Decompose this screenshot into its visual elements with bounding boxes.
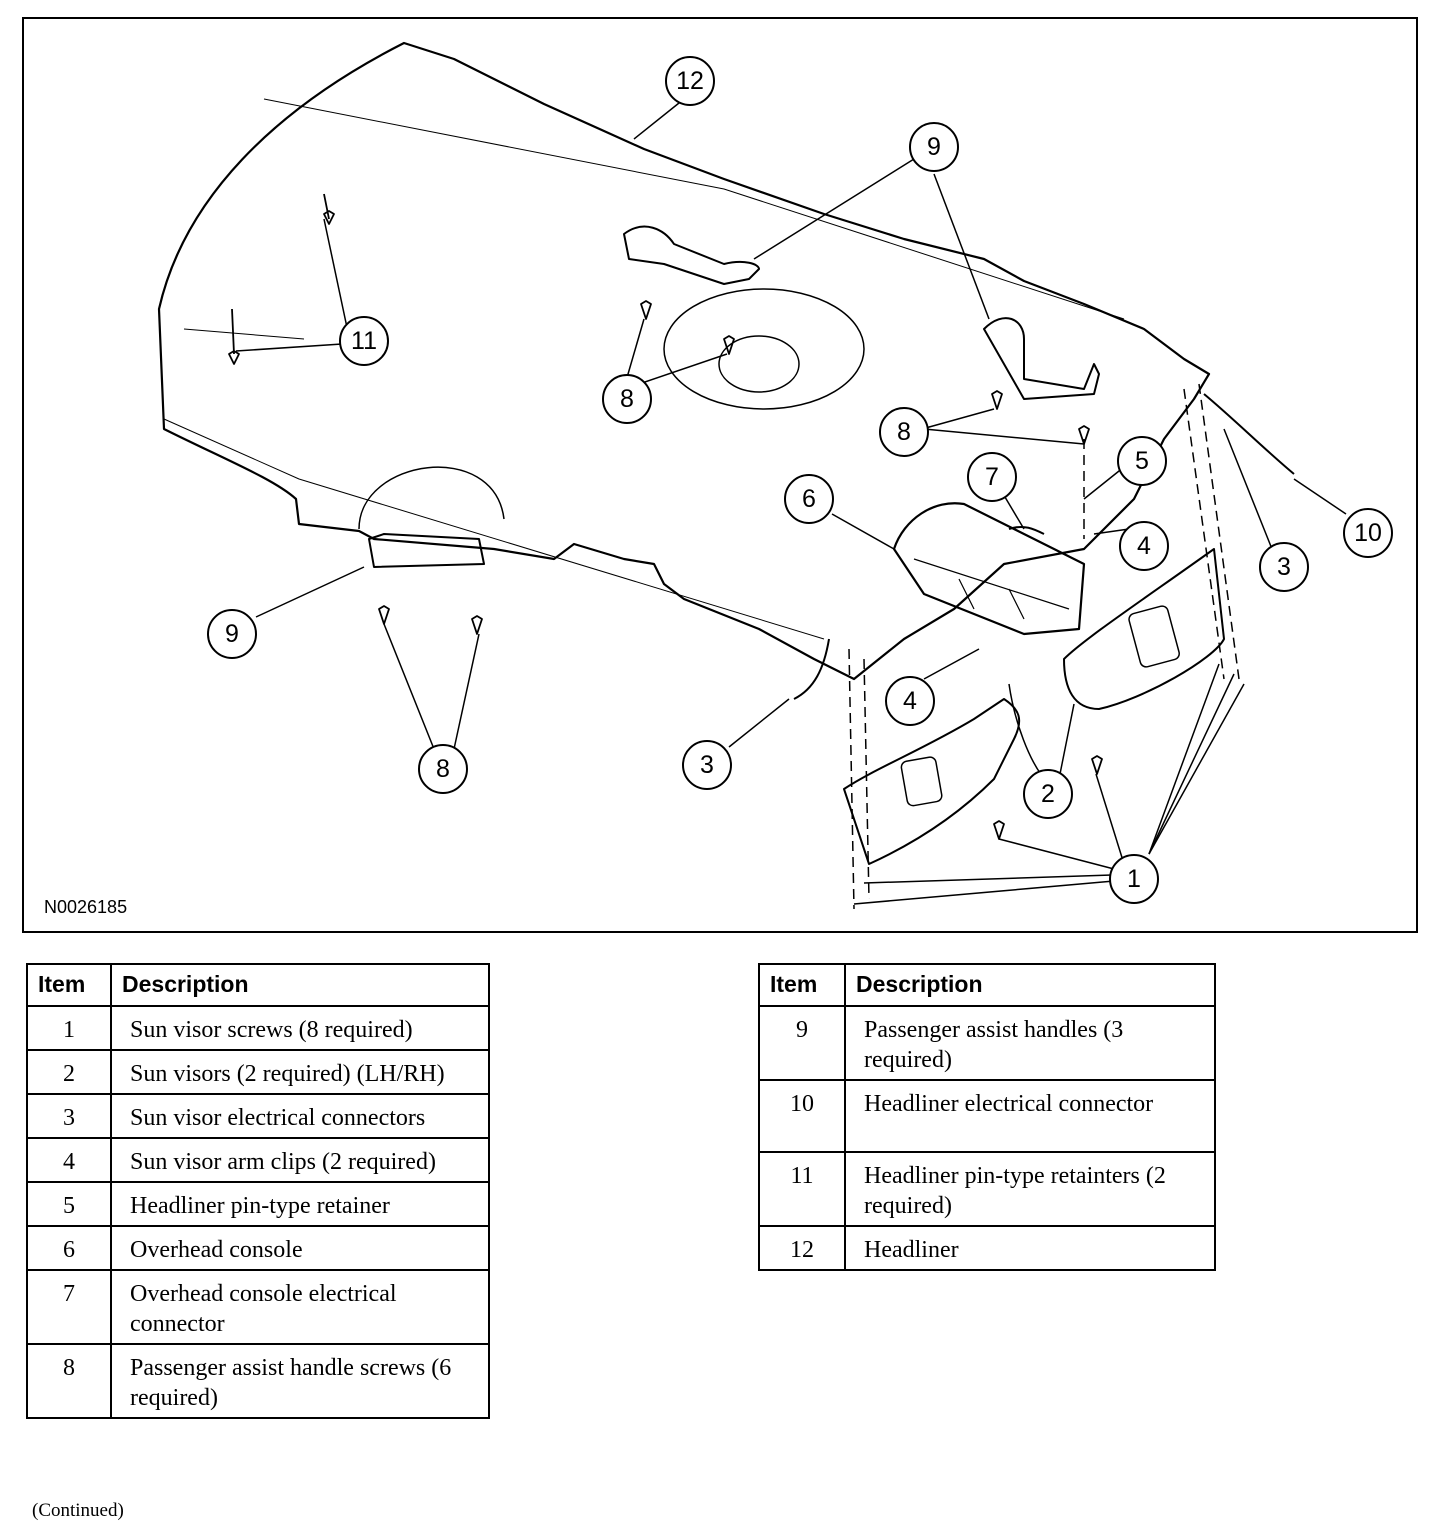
svg-text:8: 8 [620, 385, 634, 413]
callout-3-right: 3 [1259, 542, 1309, 592]
item-number: 8 [26, 1343, 112, 1419]
callout-11: 11 [339, 316, 389, 366]
callout-7: 7 [967, 452, 1017, 502]
item-number: 12 [758, 1225, 846, 1271]
item-description: Overhead console electrical connector [110, 1269, 490, 1345]
item-description: Sun visor electrical connectors [110, 1093, 490, 1139]
item-description: Passenger assist handle screws (6 requir… [110, 1343, 490, 1419]
callout-9-left: 9 [207, 609, 257, 659]
item-number: 5 [26, 1181, 112, 1227]
svg-text:10: 10 [1354, 519, 1382, 547]
svg-text:4: 4 [903, 687, 917, 715]
svg-text:3: 3 [1277, 553, 1291, 581]
headliner-diagram: 12 9 11 8 8 7 5 6 4 3 10 9 4 3 8 2 1 [157, 41, 1393, 910]
item-number: 7 [26, 1269, 112, 1345]
svg-text:7: 7 [985, 463, 999, 491]
callout-5: 5 [1117, 436, 1167, 486]
callout-9-top: 9 [909, 122, 959, 172]
overhead-console [892, 502, 1086, 636]
column-header-description: Description [110, 963, 490, 1007]
column-header-item: Item [758, 963, 846, 1007]
assist-handle-right [983, 317, 1100, 400]
callout-4-right: 4 [1119, 521, 1169, 571]
item-description: Overhead console [110, 1225, 490, 1271]
callout-3-left: 3 [682, 740, 732, 790]
svg-text:1: 1 [1127, 865, 1141, 893]
table-header-row: Item Description [26, 963, 490, 1007]
svg-text:9: 9 [225, 620, 239, 648]
item-description: Passenger assist handles (3 required) [844, 1005, 1216, 1081]
item-number: 10 [758, 1079, 846, 1153]
item-description: Sun visors (2 required) (LH/RH) [110, 1049, 490, 1095]
table-header-row: Item Description [758, 963, 1216, 1007]
callout-12: 12 [665, 56, 715, 106]
svg-text:4: 4 [1137, 532, 1151, 560]
callout-8-right: 8 [879, 407, 929, 457]
item-number: 9 [758, 1005, 846, 1081]
svg-text:9: 9 [927, 133, 941, 161]
item-description: Sun visor screws (8 required) [110, 1005, 490, 1051]
assist-handle-front [368, 533, 485, 568]
item-description: Headliner pin-type retainer [110, 1181, 490, 1227]
callout-8-left: 8 [418, 744, 468, 794]
sun-visor-left [843, 698, 1021, 865]
item-number: 6 [26, 1225, 112, 1271]
svg-text:8: 8 [897, 418, 911, 446]
svg-text:6: 6 [802, 485, 816, 513]
column-header-description: Description [844, 963, 1216, 1007]
continued-note: (Continued) [32, 1500, 124, 1521]
column-header-item: Item [26, 963, 112, 1007]
headliner-outline [157, 41, 1211, 681]
callout-2: 2 [1023, 769, 1073, 819]
item-number: 3 [26, 1093, 112, 1139]
item-description: Sun visor arm clips (2 required) [110, 1137, 490, 1183]
callout-8-center: 8 [602, 374, 652, 424]
callout-10: 10 [1343, 508, 1393, 558]
callout-6: 6 [784, 474, 834, 524]
figure-id-label: N0026185 [44, 897, 128, 917]
svg-text:3: 3 [700, 751, 714, 779]
sun-visor-right [1063, 548, 1225, 710]
callout-1: 1 [1109, 854, 1159, 904]
svg-text:5: 5 [1135, 447, 1149, 475]
item-description: Headliner electrical connector [844, 1079, 1216, 1153]
svg-text:12: 12 [676, 67, 704, 95]
item-description: Headliner [844, 1225, 1216, 1271]
svg-text:8: 8 [436, 755, 450, 783]
callout-4-left: 4 [885, 676, 935, 726]
assist-handle-center [623, 225, 760, 285]
item-number: 2 [26, 1049, 112, 1095]
item-number: 1 [26, 1005, 112, 1051]
item-number: 11 [758, 1151, 846, 1227]
item-description: Headliner pin-type retainters (2 require… [844, 1151, 1216, 1227]
svg-text:2: 2 [1041, 780, 1055, 808]
svg-text:11: 11 [351, 327, 377, 355]
item-number: 4 [26, 1137, 112, 1183]
exploded-view-figure: 12 9 11 8 8 7 5 6 4 3 10 9 4 3 8 2 1 N00… [22, 17, 1418, 933]
